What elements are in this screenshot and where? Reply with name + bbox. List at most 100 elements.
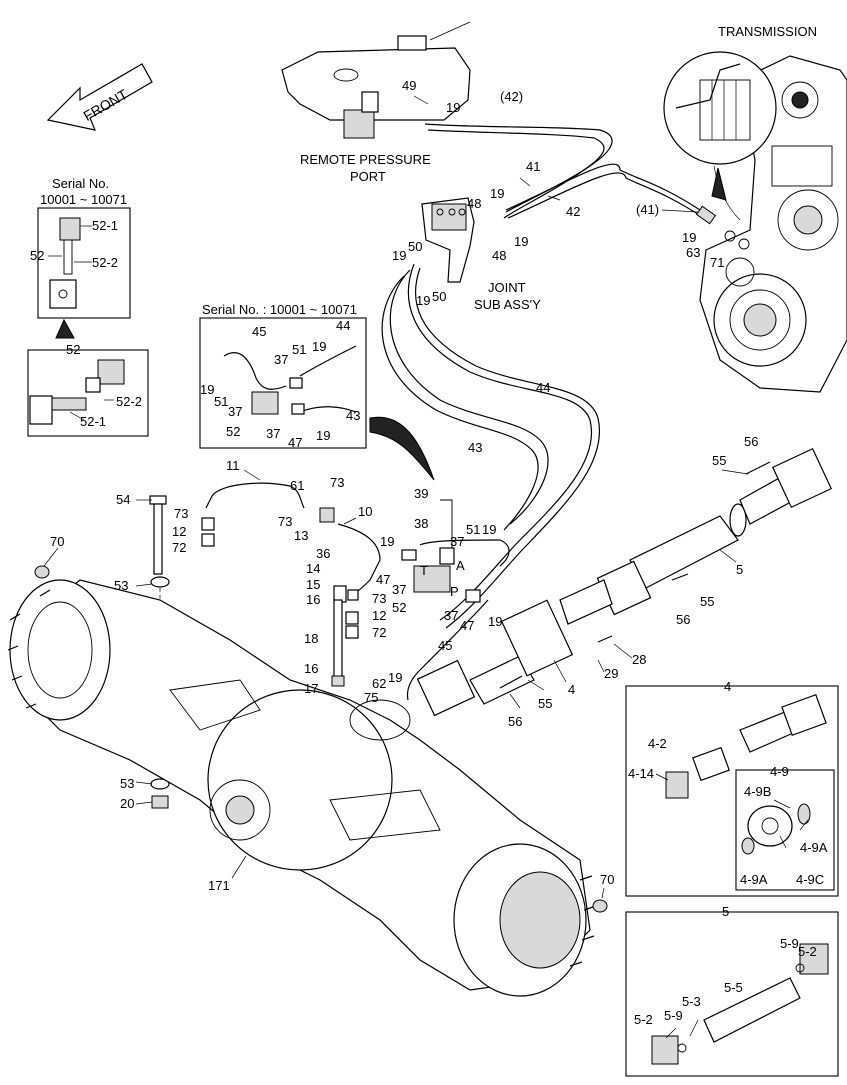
callout-71: 71	[710, 255, 724, 270]
callout-19: 19	[316, 428, 330, 443]
serial-top-label-1: Serial No.	[52, 176, 109, 191]
callout-73: 73	[372, 591, 386, 606]
callout-45: 45	[438, 638, 452, 653]
callout-61: 61	[290, 478, 304, 493]
callout-5-2: 5-2	[798, 944, 817, 959]
callout-19: 19	[490, 186, 504, 201]
callout-4-9a: 4-9A	[800, 840, 828, 855]
nut-20	[151, 795, 169, 809]
callout-19: 19	[488, 614, 502, 629]
hose-43	[381, 269, 549, 531]
transmission-fitting	[695, 205, 750, 250]
brake-valve-block	[401, 499, 481, 603]
brake-pipe-18	[331, 599, 345, 687]
wheel-studs-left	[7, 589, 51, 709]
callout-10: 10	[358, 504, 372, 519]
callout-5-9: 5-9	[780, 936, 799, 951]
transmission-label: TRANSMISSION	[718, 24, 817, 39]
callout-53: 53	[114, 578, 128, 593]
port-a-label: A	[456, 558, 465, 573]
callout-37: 37	[266, 426, 280, 441]
valve-mount-bracket	[281, 21, 471, 121]
callout-52: 52	[30, 248, 44, 263]
callout-pointer-triangle	[55, 318, 75, 339]
callout-4-9c: 4-9C	[796, 872, 824, 887]
hose-44	[407, 263, 601, 629]
remote-pressure-caption-2: PORT	[350, 169, 386, 184]
callout-15: 15	[306, 577, 320, 592]
drive-shaft-4	[416, 579, 613, 717]
callout-4-14: 4-14	[628, 766, 654, 781]
callout-37: 37	[392, 582, 406, 597]
fittings-12-72	[201, 517, 359, 639]
callout-44: 44	[336, 318, 350, 333]
callout-29: 29	[604, 666, 618, 681]
callout-16: 16	[306, 592, 320, 607]
detail-box-5	[625, 911, 839, 1077]
callout-38: 38	[414, 516, 428, 531]
callout-4: 4	[568, 682, 575, 697]
joint-caption-1: JOINT	[488, 280, 526, 295]
drive-shaft-5	[596, 447, 833, 616]
callout-48: 48	[492, 248, 506, 263]
callout-62: 62	[372, 676, 386, 691]
callout-19: 19	[380, 534, 394, 549]
bolts-55-56	[499, 461, 771, 689]
callout-52: 52	[66, 342, 80, 357]
callout-5-3: 5-3	[682, 994, 701, 1009]
callout-19: 19	[446, 100, 460, 115]
callout-52-1: 52-1	[92, 218, 118, 233]
callout-37: 37	[450, 534, 464, 549]
callout-5-9-lower: 5-9	[664, 1008, 683, 1023]
hose-11	[205, 482, 305, 509]
callout-54: 54	[116, 492, 130, 507]
callout-52-2: 52-2	[116, 394, 142, 409]
callout-4-9: 4-9	[770, 764, 789, 779]
callout-56: 56	[744, 434, 758, 449]
callout-44: 44	[536, 380, 550, 395]
callout-4-box: 4	[724, 679, 731, 694]
detail-box-4	[625, 685, 839, 897]
wheel-studs-right	[569, 875, 597, 967]
plug-70-right	[592, 899, 608, 913]
callout-51: 51	[466, 522, 480, 537]
callout-42: 42	[566, 204, 580, 219]
callout-56: 56	[508, 714, 522, 729]
callout-51: 51	[292, 342, 306, 357]
callout-171: 171	[208, 878, 230, 893]
callout-50: 50	[408, 239, 422, 254]
callout-12: 12	[172, 524, 186, 539]
callout-70: 70	[600, 872, 614, 887]
callout-4-2: 4-2	[648, 736, 667, 751]
callout-43: 43	[346, 408, 360, 423]
joint-sub-assembly	[421, 197, 475, 283]
callout-19: 19	[388, 670, 402, 685]
callout-17: 17	[304, 681, 318, 696]
callout-47: 47	[376, 572, 390, 587]
inset-pointer-swoosh	[369, 416, 435, 481]
transmission-detail-inset	[663, 51, 777, 221]
callout-39: 39	[414, 486, 428, 501]
callout-55: 55	[538, 696, 552, 711]
callout-19: 19	[312, 339, 326, 354]
callout-41: 41	[526, 159, 540, 174]
brake-tee-fitting	[319, 507, 359, 603]
callout-73: 73	[278, 514, 292, 529]
hose-45	[406, 599, 489, 701]
callout-5-5: 5-5	[724, 980, 743, 995]
callout-37: 37	[444, 608, 458, 623]
callout-50: 50	[432, 289, 446, 304]
serial-inset-box-top	[37, 207, 131, 319]
joint-caption-2: SUB ASS'Y	[474, 297, 541, 312]
callout-16: 16	[304, 661, 318, 676]
callout-53: 53	[120, 776, 134, 791]
callout-41-paren: (41)	[636, 202, 659, 217]
port-p-label: P	[450, 584, 459, 599]
callout-13: 13	[294, 528, 308, 543]
axle-housing-171	[9, 579, 591, 997]
callout-5-box: 5	[722, 904, 729, 919]
serial-top-label-2: 10001 ~ 10071	[40, 192, 127, 207]
leader-lines	[43, 95, 809, 1039]
callout-37: 37	[274, 352, 288, 367]
